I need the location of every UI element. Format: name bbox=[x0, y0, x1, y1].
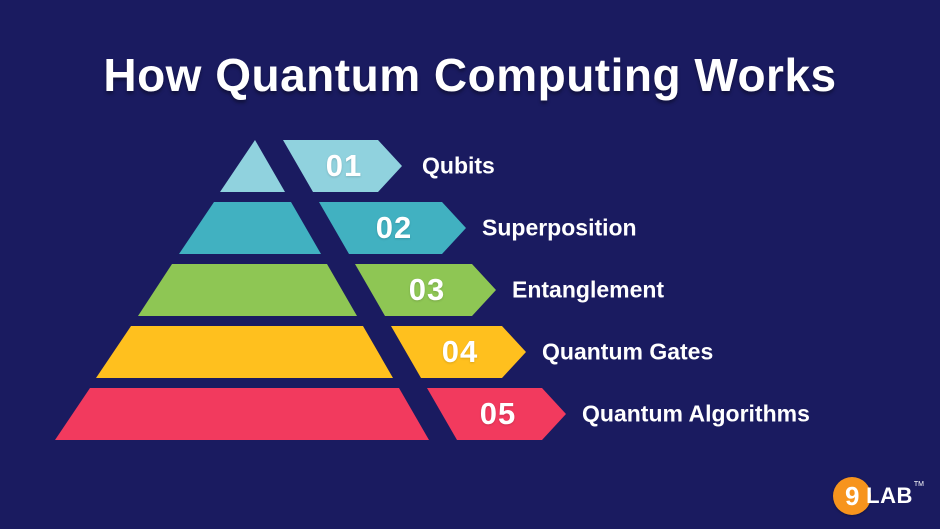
pyramid-band-2 bbox=[179, 202, 321, 254]
level-number-2: 02 bbox=[375, 210, 413, 245]
level-tab-2 bbox=[319, 202, 466, 254]
level-label-4: Quantum Gates bbox=[542, 338, 714, 365]
level-label-2: Superposition bbox=[482, 214, 637, 241]
pyramid-band-1 bbox=[220, 140, 285, 192]
level-label-1: Qubits bbox=[422, 152, 495, 179]
level-label-3: Entanglement bbox=[512, 276, 665, 303]
level-number-3: 03 bbox=[408, 272, 446, 307]
pyramid-band-3 bbox=[138, 264, 357, 316]
page-title: How Quantum Computing Works bbox=[103, 49, 837, 101]
level-number-5: 05 bbox=[479, 396, 517, 431]
logo-trademark: TM bbox=[913, 481, 924, 488]
level-number-4: 04 bbox=[441, 334, 479, 369]
level-number-1: 01 bbox=[325, 148, 363, 183]
level-tab-4 bbox=[391, 326, 526, 378]
level-tab-3 bbox=[355, 264, 496, 316]
logo-9-icon: 9 bbox=[833, 477, 872, 515]
brand-logo: 9 LAB TM bbox=[833, 477, 924, 515]
level-tab-1 bbox=[283, 140, 402, 192]
pyramid-band-4 bbox=[96, 326, 393, 378]
level-label-5: Quantum Algorithms bbox=[582, 400, 810, 427]
pyramid-band-5 bbox=[55, 388, 429, 440]
level-tab-5 bbox=[427, 388, 566, 440]
logo-text: LAB bbox=[866, 483, 913, 508]
